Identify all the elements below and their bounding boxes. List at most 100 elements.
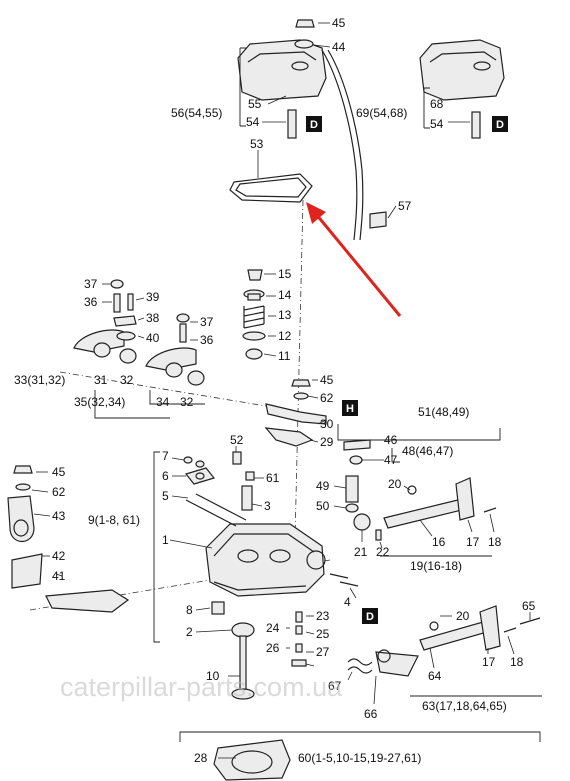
valve-spring-13	[243, 305, 265, 329]
callout-62-left: 62	[52, 485, 66, 499]
gear-21	[353, 513, 371, 531]
callout-10: 10	[206, 669, 220, 683]
spring-retainer-14	[243, 289, 265, 301]
callout-45-mid: 45	[320, 373, 334, 387]
callout-46: 46	[384, 433, 398, 447]
plate-29	[264, 427, 314, 447]
lever-66	[375, 649, 419, 677]
callout-13: 13	[278, 308, 292, 322]
badge-d-cover-right: D	[492, 116, 508, 132]
pin-18-top	[483, 507, 497, 513]
callout-34: 34	[156, 395, 170, 409]
callout-54-right: 54	[430, 117, 444, 131]
callout-54-left: 54	[246, 115, 260, 129]
plate-41	[45, 589, 130, 613]
highlight-arrow	[306, 202, 402, 317]
valve-10	[231, 635, 255, 700]
callout-37-right: 37	[200, 315, 214, 329]
valve-guide-3	[241, 485, 253, 511]
group-bracket-9	[153, 451, 160, 643]
callout-2: 2	[186, 625, 193, 639]
callout-29: 29	[320, 435, 334, 449]
callout-19-group: 19(16-18)	[410, 559, 462, 573]
plate-38	[113, 315, 137, 327]
bolt-54-left	[287, 109, 297, 139]
callout-24: 24	[266, 621, 280, 635]
spring-67	[347, 658, 373, 674]
callout-6: 6	[162, 469, 169, 483]
callout-43: 43	[52, 509, 66, 523]
svg-text:H: H	[346, 403, 354, 415]
callout-18-bottom: 18	[510, 655, 524, 669]
callout-26: 26	[266, 641, 280, 655]
callout-9-group: 9(1-8, 61)	[88, 513, 140, 527]
callout-12: 12	[278, 329, 292, 343]
callout-16: 16	[432, 535, 446, 549]
washer-44	[294, 39, 314, 49]
leader-lines	[31, 22, 531, 759]
stud-7	[183, 456, 205, 468]
pin-39	[127, 293, 134, 311]
gasket-53	[229, 173, 313, 203]
callout-53: 53	[250, 137, 264, 151]
callout-4: 4	[344, 595, 351, 609]
valve-seat-2	[231, 622, 255, 638]
lever-17-bottom	[479, 605, 501, 651]
callout-36-right: 36	[200, 333, 214, 347]
valve-keeper-15	[247, 269, 263, 281]
breather-tube-57	[321, 49, 364, 241]
callout-44: 44	[332, 40, 346, 54]
bushing-32-left	[119, 348, 137, 364]
bracket-42	[11, 553, 43, 589]
callout-8: 8	[186, 603, 193, 617]
rocker-arm-31	[73, 329, 125, 358]
group-bracket-56	[239, 47, 246, 127]
callout-18-top: 18	[488, 535, 502, 549]
callout-36-left: 36	[84, 295, 98, 309]
head-bolt-5	[185, 493, 247, 527]
callout-7: 7	[162, 449, 169, 463]
group-bracket-51	[337, 424, 501, 441]
bolt-54-right	[471, 111, 481, 139]
pin-65	[519, 617, 541, 625]
center-axis-line	[294, 199, 304, 541]
callout-63-group: 63(17,18,64,65)	[422, 699, 507, 713]
callout-14: 14	[278, 288, 292, 302]
callout-42: 42	[52, 549, 66, 563]
callout-31: 31	[94, 373, 108, 387]
bracket-30	[265, 403, 327, 425]
callout-38: 38	[146, 311, 160, 325]
callout-65: 65	[522, 599, 536, 613]
nut-45-left	[13, 465, 33, 474]
callout-23: 23	[316, 609, 330, 623]
callout-40: 40	[146, 331, 160, 345]
callout-3: 3	[264, 499, 271, 513]
callout-67: 67	[328, 679, 342, 693]
callout-39: 39	[146, 290, 160, 304]
valve-cover-69	[419, 39, 505, 101]
washer-62-left	[15, 483, 31, 491]
badge-h-bracket: H	[342, 400, 358, 416]
callout-17-top: 17	[466, 535, 480, 549]
callout-49: 49	[316, 479, 330, 493]
group-bracket-60	[179, 731, 541, 742]
callout-33-group: 33(31,32)	[14, 373, 65, 387]
pins-4	[329, 573, 359, 587]
seal-50	[345, 503, 359, 513]
callout-28: 28	[194, 751, 208, 765]
callout-30: 30	[320, 417, 334, 431]
clip-20-top	[407, 485, 417, 495]
callout-35-group: 35(32,34)	[74, 395, 125, 409]
spring-seat-12	[242, 331, 266, 341]
shaft-16	[383, 497, 471, 529]
pin-18-bottom	[503, 627, 517, 633]
svg-text:D: D	[366, 611, 374, 623]
svg-text:D: D	[310, 119, 318, 131]
callout-11: 11	[278, 349, 291, 363]
spring-40	[116, 331, 136, 341]
clip-20-bottom	[429, 621, 439, 631]
callout-66: 66	[364, 707, 378, 721]
callout-25: 25	[316, 627, 330, 641]
valve-cover-56	[237, 39, 327, 101]
callout-62-mid: 62	[320, 391, 334, 405]
